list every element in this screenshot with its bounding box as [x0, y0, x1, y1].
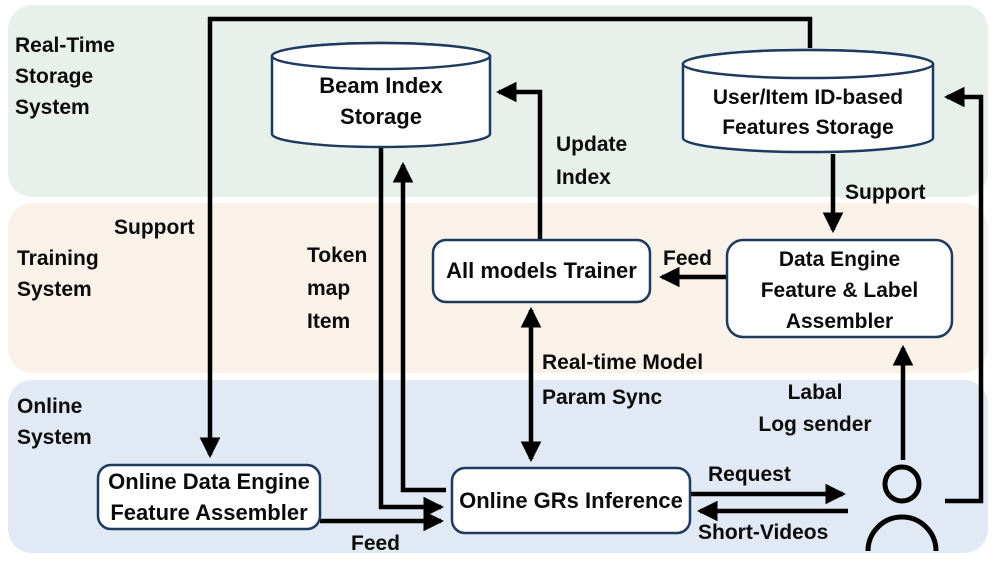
online-data-engine-box: [96, 463, 322, 531]
edge-label-realtime-param-sync: Real-time Model Param Sync: [542, 351, 704, 409]
user-item-features-storage-cylinder-lid: [681, 48, 935, 80]
online-grs-inference-box: [450, 466, 692, 535]
beam-index-storage-cylinder-lid: [270, 41, 492, 71]
edge-label-feed-trainer: Feed: [663, 247, 713, 270]
edge-update-index: [495, 81, 543, 240]
edge-label-support-right: Support: [845, 181, 926, 204]
all-models-trainer-box: [431, 238, 652, 304]
band-label-training: Training System: [17, 247, 99, 301]
label-all-models-trainer: All models Trainer: [446, 258, 637, 283]
person-icon: [865, 464, 939, 552]
edge-label-token-map-item: Token map Item: [307, 244, 368, 333]
edge-label-short-videos: Short-Videos: [698, 521, 829, 544]
person-head: [882, 464, 922, 504]
data-engine-assembler-box: [725, 238, 954, 339]
label-data-engine-assembler: Data Engine Feature & Label Assembler: [760, 248, 919, 333]
person-shoulders: [865, 514, 939, 552]
edge-user-to-features-storage: [943, 86, 984, 504]
edge-label-request: Request: [708, 463, 791, 486]
band-label-realtime-storage: Real-Time Storage System: [15, 34, 115, 119]
band-label-online: Online System: [17, 395, 92, 449]
label-beam-index-storage: Beam Index Storage: [319, 73, 443, 129]
edge-label-feed-inference: Feed: [351, 532, 401, 555]
edge-inference-to-beam-index: [392, 161, 446, 493]
edge-label-update-index: Update Index: [556, 133, 628, 189]
edge-label-support-left: Support: [114, 216, 195, 239]
label-online-data-engine: Online Data Engine Feature Assembler: [108, 469, 310, 525]
label-user-item-features-storage: User/Item ID-based Features Storage: [712, 86, 904, 139]
edge-beam-index-to-inference: [378, 146, 445, 518]
edge-support-storage-to-online-data-engine: [199, 16, 813, 459]
edge-label-labal-log-sender: Labal Log sender: [758, 381, 872, 436]
label-online-grs-inference: Online GRs Inference: [459, 487, 683, 513]
